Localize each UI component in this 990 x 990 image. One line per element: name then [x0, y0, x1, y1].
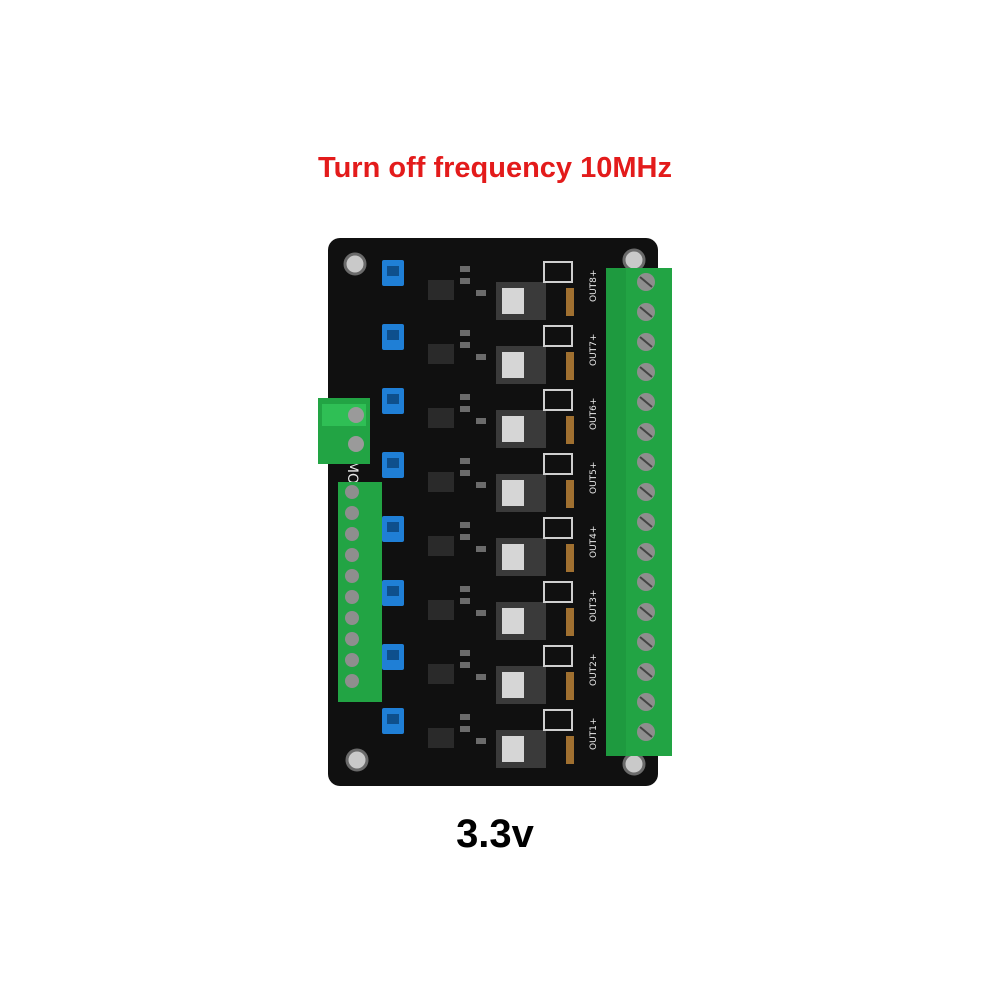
diode: [543, 581, 573, 603]
output-label: OUT5+: [589, 462, 599, 494]
mosfet-channel: [382, 260, 574, 320]
mosfet-channel: [382, 452, 574, 512]
mosfet-channel: [382, 516, 574, 576]
diode: [543, 517, 573, 539]
mosfet-channel: [382, 580, 574, 640]
driver-chip: [428, 600, 454, 620]
diode: [543, 453, 573, 475]
terminal-screw: [345, 548, 359, 562]
mosfet-channel: [382, 324, 574, 384]
terminal-screw: [345, 611, 359, 625]
mosfet-driver-board-image: 高速8路MOS驱动板 OUT8+OUT7+OUT6+OUT5+OUT4+OUT3…: [318, 238, 672, 786]
terminal-screw: [345, 632, 359, 646]
terminal-screw: [345, 590, 359, 604]
terminal-screw: [345, 674, 359, 688]
terminal-screw: [345, 569, 359, 583]
diode: [543, 389, 573, 411]
mosfet-channel: [382, 644, 574, 704]
output-label: OUT7+: [589, 334, 599, 366]
terminal-screw: [345, 506, 359, 520]
mosfet-channels: [382, 260, 574, 768]
terminal-screw: [345, 653, 359, 667]
output-label: OUT6+: [589, 398, 599, 430]
input-terminal-strip: [338, 482, 382, 702]
driver-chip: [428, 728, 454, 748]
output-label: OUT2+: [589, 654, 599, 686]
pcb-board: [328, 238, 658, 786]
output-terminal-strip: [606, 268, 672, 756]
terminal-screw: [345, 485, 359, 499]
output-label: OUT8+: [589, 270, 599, 302]
mosfet-channel: [382, 708, 574, 768]
output-label: OUT3+: [589, 590, 599, 622]
headline-text: Turn off frequency 10MHz: [318, 152, 672, 184]
mounting-holes: [343, 248, 646, 776]
diode: [543, 325, 573, 347]
output-labels: OUT8+ OUT7+ OUT6+ OUT5+ OUT4+ OUT3+ OUT2+ OUT1+: [589, 270, 599, 750]
diode: [543, 261, 573, 283]
output-label: OUT4+: [589, 526, 599, 558]
power-terminal: [318, 398, 370, 464]
diode: [543, 645, 573, 667]
driver-chip: [428, 664, 454, 684]
driver-chip: [428, 408, 454, 428]
diode: [543, 709, 573, 731]
driver-chip: [428, 280, 454, 300]
terminal-screw: [345, 527, 359, 541]
driver-chip: [428, 344, 454, 364]
mosfet-channel: [382, 388, 574, 448]
driver-chip: [428, 472, 454, 492]
driver-chip: [428, 536, 454, 556]
output-label: OUT1+: [589, 718, 599, 750]
voltage-label: 3.3v: [456, 812, 534, 856]
